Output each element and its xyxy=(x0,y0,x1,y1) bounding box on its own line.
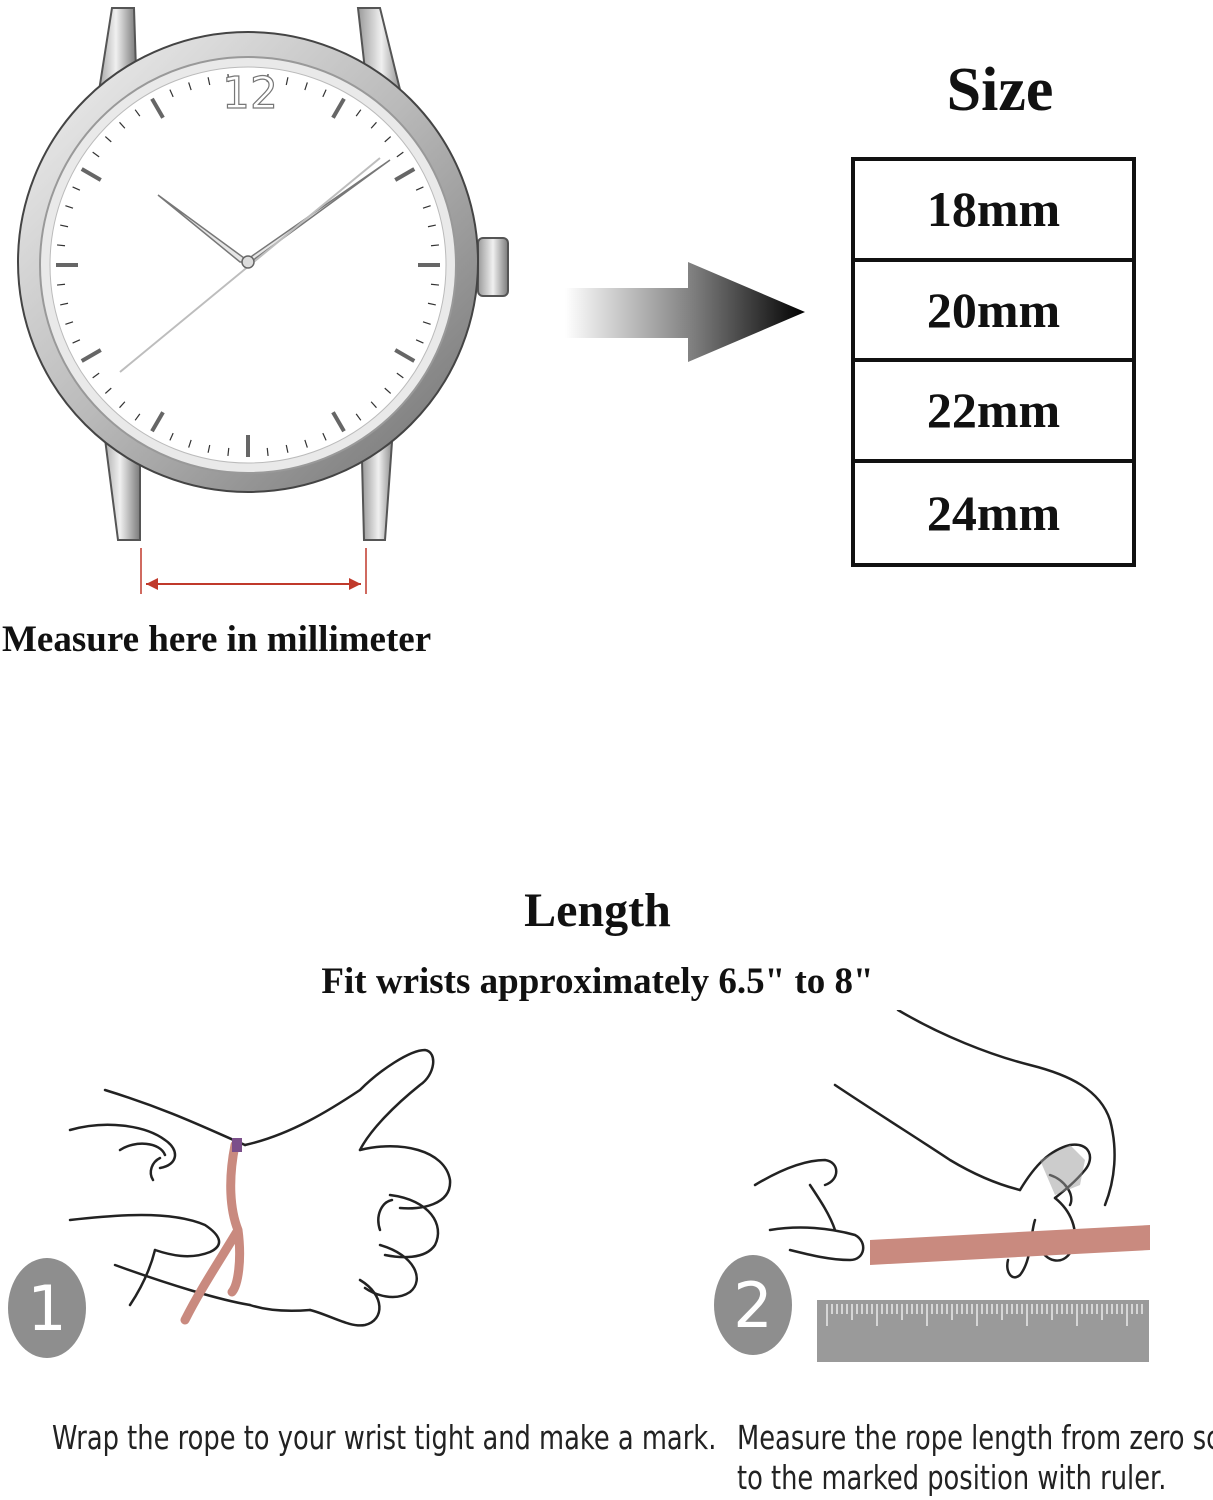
minute-tick xyxy=(60,302,69,306)
size-table: 18mm 20mm 22mm 24mm xyxy=(851,157,1136,567)
minute-tick xyxy=(119,401,126,409)
minute-tick xyxy=(422,205,431,209)
wrist-wrap-illustration xyxy=(68,1048,452,1327)
minute-tick xyxy=(188,82,192,91)
minute-tick xyxy=(56,244,66,247)
minute-tick xyxy=(427,224,436,228)
minute-tick xyxy=(266,447,269,457)
minute-tick xyxy=(169,89,174,98)
hour-marker xyxy=(331,411,346,433)
step-2-caption: Measure the rope length from zero scale … xyxy=(737,1418,1213,1498)
minute-tick xyxy=(370,401,377,409)
watch-illustration: 12 xyxy=(17,7,509,594)
minute-tick xyxy=(207,444,211,453)
minute-tick xyxy=(119,121,126,129)
hour-marker xyxy=(80,167,102,182)
size-title: Size xyxy=(946,56,1054,124)
minute-tick xyxy=(355,109,362,117)
crown xyxy=(477,237,509,297)
size-option-20mm: 20mm xyxy=(855,262,1132,362)
minute-tick xyxy=(104,136,112,143)
minute-tick xyxy=(266,73,269,83)
rope-mark xyxy=(232,1138,242,1152)
minute-tick xyxy=(188,439,192,448)
minute-tick xyxy=(134,109,141,117)
minute-tick xyxy=(104,387,112,394)
minute-tick xyxy=(384,136,392,143)
minute-tick xyxy=(430,244,440,247)
size-option-22mm: 22mm xyxy=(855,362,1132,463)
minute-tick xyxy=(370,121,377,129)
measure-arrow-left xyxy=(146,578,158,590)
minute-tick xyxy=(396,151,404,158)
right-arrow-icon xyxy=(565,262,805,362)
step-2-badge: 2 xyxy=(714,1255,792,1355)
minute-tick xyxy=(415,339,424,344)
minute-tick xyxy=(227,447,230,457)
minute-tick xyxy=(304,82,308,91)
minute-tick xyxy=(72,339,81,344)
minute-tick xyxy=(430,283,440,286)
ruler-ticks xyxy=(826,1304,1143,1326)
minute-tick xyxy=(134,413,141,421)
minute-tick xyxy=(285,444,289,453)
ruler-measure-illustration xyxy=(753,1010,1150,1279)
hour-marker xyxy=(150,411,165,433)
minute-tick xyxy=(396,372,404,379)
hands-center xyxy=(241,255,255,269)
fit-wrists-text: Fit wrists approximately 6.5" to 8" xyxy=(321,961,874,1002)
minute-tick xyxy=(427,302,436,306)
step-2-caption-line-1: Measure the rope length from zero scale xyxy=(737,1418,1213,1457)
step-2-caption-line-2: to the marked position with ruler. xyxy=(737,1458,1167,1497)
dial-numeral-12: 12 xyxy=(222,68,278,119)
minute-tick xyxy=(92,372,100,379)
size-option-18mm: 18mm xyxy=(855,161,1132,262)
minute-tick xyxy=(92,151,100,158)
minute-tick xyxy=(415,186,424,191)
minute-ticks xyxy=(56,73,440,457)
minute-tick xyxy=(65,205,74,209)
minute-tick xyxy=(422,321,431,325)
minute-tick xyxy=(304,439,308,448)
minute-tick xyxy=(169,432,174,441)
minute-tick xyxy=(72,186,81,191)
length-title: Length xyxy=(524,884,671,937)
ruler xyxy=(817,1300,1149,1362)
minute-tick xyxy=(60,224,69,228)
minute-tick xyxy=(384,387,392,394)
minute-tick xyxy=(56,283,66,286)
minute-tick xyxy=(207,77,211,86)
hour-marker xyxy=(394,167,416,182)
minute-tick xyxy=(322,432,327,441)
size-option-24mm: 24mm xyxy=(926,484,1061,541)
minute-tick xyxy=(65,321,74,325)
minute-tick xyxy=(355,413,362,421)
minute-tick xyxy=(322,89,327,98)
step-1-caption: Wrap the rope to your wrist tight and ma… xyxy=(52,1418,717,1457)
measure-caption: Measure here in millimeter xyxy=(2,619,432,660)
measure-arrow-right xyxy=(349,578,361,590)
rope xyxy=(870,1225,1150,1265)
minute-tick xyxy=(285,77,289,86)
hour-marker xyxy=(150,97,165,119)
rope xyxy=(180,1140,245,1325)
hour-marker xyxy=(331,97,346,119)
hour-marker xyxy=(80,348,102,363)
minute-tick xyxy=(227,73,230,83)
thumb-shadow xyxy=(1040,1145,1085,1195)
step-1-badge: 1 xyxy=(8,1258,86,1358)
hour-marker xyxy=(394,348,416,363)
